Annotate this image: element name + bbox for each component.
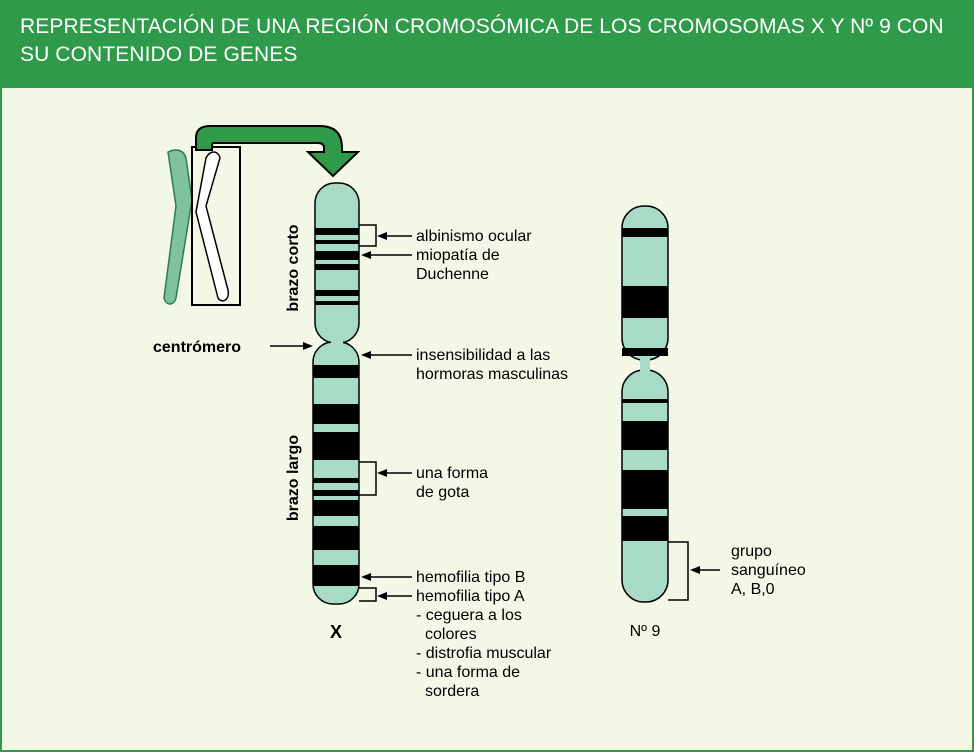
gene-insensibilidad-line1: insensibilidad a las <box>416 347 550 364</box>
chromosome-x-label: X <box>330 622 342 642</box>
gene-gota-line1: una forma <box>416 465 488 482</box>
long-arm-label: brazo largo <box>285 435 302 521</box>
gene-ceguera-line2: colores <box>425 626 477 643</box>
chromosome-9 <box>621 205 669 603</box>
gene-gota-line2: de gota <box>416 484 469 501</box>
gene-grupo-line2: sanguíneo <box>731 562 806 579</box>
gene-albinismo: albinismo ocular <box>416 228 532 245</box>
bracket-lines <box>359 224 689 602</box>
small-chromosome-icon <box>163 146 241 306</box>
c9-bands <box>622 228 668 541</box>
gene-insensibilidad-line2: hormoras masculinas <box>416 366 568 383</box>
selection-box <box>191 146 241 306</box>
gene-miopatia-line2: Duchenne <box>416 266 489 283</box>
gene-sordera-line1: - una forma de <box>416 664 520 681</box>
chromosome-x <box>312 182 360 605</box>
centromere-label: centrómero <box>153 339 241 356</box>
gene-grupo-line1: grupo <box>731 543 772 560</box>
gene-hemofilia-b: hemofilia tipo B <box>416 569 525 586</box>
header-bar: REPRESENTACIÓN DE UNA REGIÓN CROMOSÓMICA… <box>0 0 974 88</box>
arrow-heads <box>303 232 700 600</box>
chromosome-9-label: Nº 9 <box>630 623 661 640</box>
gene-distrofia: - distrofia muscular <box>416 645 552 662</box>
x-long-arm <box>312 341 360 605</box>
gene-hemofilia-a: hemofilia tipo A <box>416 588 525 605</box>
pointer-lines <box>270 235 720 597</box>
short-arm-label: brazo corto <box>285 224 302 311</box>
gene-sordera-line2: sordera <box>425 683 479 700</box>
x-centromere <box>331 338 343 348</box>
x-bands <box>313 228 359 586</box>
gene-grupo-line3: A, B,0 <box>731 581 775 598</box>
page-title: REPRESENTACIÓN DE UNA REGIÓN CROMOSÓMICA… <box>20 15 944 66</box>
zoom-arrow <box>195 125 361 178</box>
c9-centromere <box>640 356 650 374</box>
x-short-arm <box>314 182 360 344</box>
gene-ceguera-line1: - ceguera a los <box>416 607 522 624</box>
gene-miopatia-line1: miopatía de <box>416 247 500 264</box>
